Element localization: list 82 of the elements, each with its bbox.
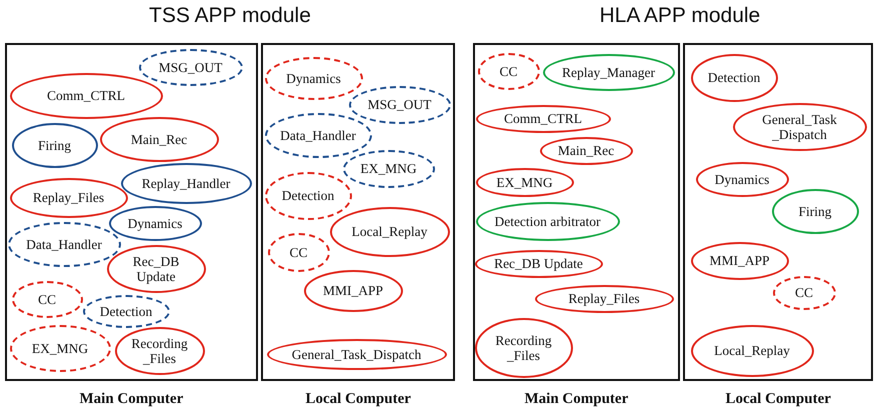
module-name: General_Task_Dispatch [290, 346, 422, 362]
dashed-ellipse [348, 86, 450, 124]
module-name: Data_Handler [25, 236, 103, 252]
module-ellipse [330, 206, 450, 256]
module-name: Local_Replay [350, 224, 428, 239]
panel-caption: Main Computer [524, 391, 628, 408]
module-name: Recording _Files [130, 336, 189, 366]
module-name: Comm_CTRL [46, 88, 126, 103]
module-name: Comm_CTRL [502, 111, 583, 126]
module-name: Firing [797, 204, 832, 218]
module-name: CC [498, 64, 518, 78]
panel-caption: Local Computer [726, 391, 831, 408]
module-name: Main_Rec [130, 132, 188, 146]
dashed-ellipse [268, 232, 330, 272]
dashed-ellipse [264, 172, 352, 220]
module-ellipse [542, 54, 674, 90]
module-name: MMI_APP [708, 253, 771, 268]
dashed-ellipse [478, 52, 540, 90]
module-ellipse [474, 250, 602, 278]
module-name: Local_Replay [713, 343, 791, 358]
module-ellipse [690, 324, 814, 376]
module-name: EX_MNG [359, 161, 418, 176]
module-name: Detection arbitrator [493, 214, 602, 228]
module-ellipse [114, 326, 204, 374]
module-name: Detection [706, 70, 762, 85]
module-name: Replay_Manager [561, 64, 656, 80]
module-ellipse [476, 202, 620, 240]
module-ellipse [476, 104, 610, 132]
module-name: Main_Rec [556, 143, 616, 158]
module-ellipse [304, 270, 402, 312]
module-name: EX_MNG [495, 174, 554, 190]
module-ellipse [696, 162, 788, 196]
module-name: Dynamics [714, 172, 770, 186]
module-name: Data_Handler [279, 128, 357, 142]
module-ellipse [120, 162, 252, 204]
module-name: CC [36, 292, 57, 306]
module-ellipse [476, 168, 574, 196]
module-name: Detection [98, 304, 154, 318]
module-name: Replay_Files [567, 291, 641, 306]
module-ellipse [106, 244, 206, 292]
module-title: TSS APP module [149, 4, 311, 28]
dashed-ellipse [264, 56, 362, 100]
module-name: Recording _Files [494, 332, 553, 362]
module-name: CC [794, 285, 814, 300]
module-name: EX_MNG [30, 340, 90, 356]
module-ellipse [690, 54, 778, 102]
module-ellipse [108, 206, 202, 240]
module-ellipse [772, 188, 858, 234]
module-ellipse [100, 116, 218, 162]
module-ellipse [10, 72, 162, 118]
module-name: Detection [280, 188, 336, 203]
module-name: Rec_DB Update [132, 254, 180, 284]
dashed-ellipse [138, 48, 242, 86]
module-name: Replay_Files [32, 190, 106, 205]
module-ellipse [540, 136, 632, 164]
dashed-ellipse [8, 222, 120, 266]
module-name: MMI_APP [322, 283, 384, 298]
module-ellipse [732, 102, 866, 150]
module-title: HLA APP module [600, 4, 760, 28]
module-ellipse [534, 284, 674, 312]
module-name: MSG_OUT [366, 97, 432, 112]
dashed-ellipse [12, 280, 82, 318]
module-ellipse [266, 338, 446, 370]
module-name: Replay_Handler [140, 176, 232, 190]
dashed-ellipse [772, 276, 836, 310]
module-name: Dynamics [126, 216, 184, 230]
module-ellipse [12, 122, 98, 168]
dashed-ellipse [264, 112, 372, 158]
dashed-ellipse [342, 150, 434, 188]
module-ellipse [690, 242, 788, 280]
module-ellipse [474, 318, 572, 378]
panel-caption: Main Computer [80, 391, 184, 408]
dashed-ellipse [82, 294, 170, 328]
module-name: General_Task _Dispatch [761, 112, 838, 142]
dashed-ellipse [10, 324, 110, 372]
module-name: MSG_OUT [158, 60, 224, 74]
module-name: Dynamics [285, 70, 342, 86]
module-name: Firing [36, 138, 72, 152]
panel-caption: Local Computer [306, 391, 411, 408]
module-ellipse [10, 178, 128, 218]
module-name: Rec_DB Update [493, 256, 584, 271]
module-name: CC [288, 244, 308, 260]
